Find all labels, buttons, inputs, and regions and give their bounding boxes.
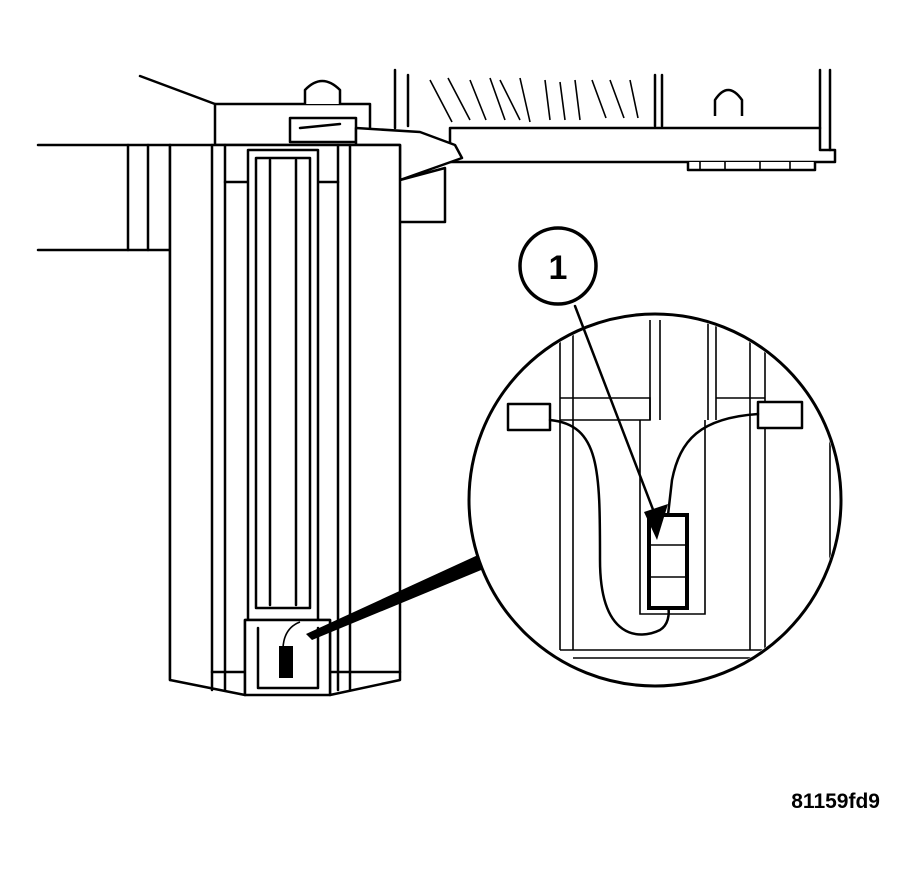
detail-pointer [306, 555, 486, 640]
main-housing [168, 143, 402, 697]
upper-housing [393, 68, 837, 172]
detail-magnifier [467, 312, 843, 688]
top-cap [213, 79, 464, 224]
callout-1: 1 [518, 226, 668, 540]
figure-id-label: 81159fd9 [791, 790, 880, 813]
callout-number: 1 [549, 249, 568, 287]
